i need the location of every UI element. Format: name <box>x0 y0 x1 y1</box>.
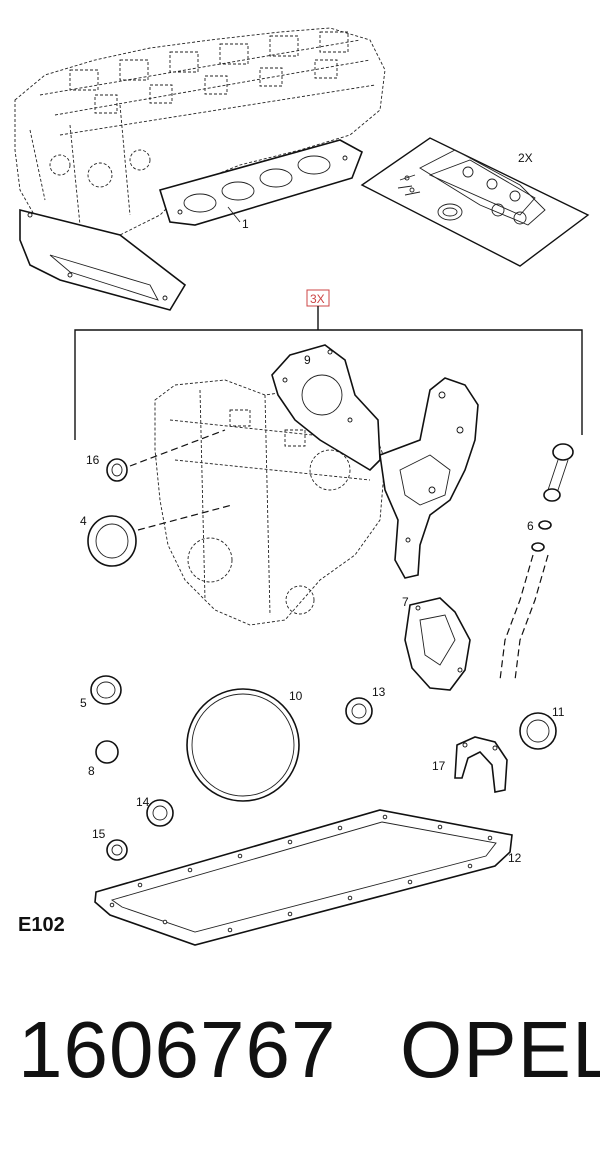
front-cover-gasket <box>379 377 479 579</box>
ring-8: 8 <box>88 740 119 778</box>
diagram-code: E102 <box>18 914 65 936</box>
seal-5: 5 <box>80 675 122 710</box>
gasket-kit-box: 2X <box>360 137 590 267</box>
callout-7: 7 <box>402 595 409 609</box>
dipstick-tube: 6 <box>499 443 574 681</box>
callout-15: 15 <box>92 827 106 841</box>
head-gasket <box>158 139 363 226</box>
callout-16: 16 <box>86 453 100 467</box>
set-bracket: 3X <box>74 289 583 440</box>
ring-10: 10 <box>186 688 303 802</box>
brand-name: OPEL <box>400 1005 600 1094</box>
seal-13: 13 <box>345 685 386 725</box>
exploded-parts-diagram: 1 2X 3X <box>14 27 590 946</box>
part-number: 1606767 <box>18 1005 337 1094</box>
callout-12: 12 <box>508 851 522 865</box>
manifold-gasket <box>19 208 187 311</box>
callout-9: 9 <box>304 353 311 367</box>
callout-8: 8 <box>88 764 95 778</box>
callout-1: 1 <box>242 217 249 231</box>
engine-block-illustration <box>154 379 386 626</box>
callout-4: 4 <box>80 514 87 528</box>
oil-pan-gasket: 12 <box>94 809 522 946</box>
quantity-3x: 3X <box>310 292 325 306</box>
seal-16: 16 <box>86 429 226 482</box>
seal-4: 4 <box>80 504 233 567</box>
seal-15: 15 <box>92 827 128 861</box>
seal-14: 14 <box>136 795 174 827</box>
callout-14: 14 <box>136 795 150 809</box>
quantity-2x: 2X <box>518 151 533 165</box>
callout-5: 5 <box>80 696 87 710</box>
callout-17: 17 <box>432 759 446 773</box>
callout-10: 10 <box>289 689 303 703</box>
callout-6: 6 <box>527 519 534 533</box>
callout-11: 11 <box>552 705 565 719</box>
timing-cover-gasket: 9 <box>271 344 381 472</box>
callout-13: 13 <box>372 685 386 699</box>
gasket-17: 17 <box>432 736 508 793</box>
seal-11: 11 <box>519 705 565 750</box>
gasket-7: 7 <box>402 595 471 691</box>
